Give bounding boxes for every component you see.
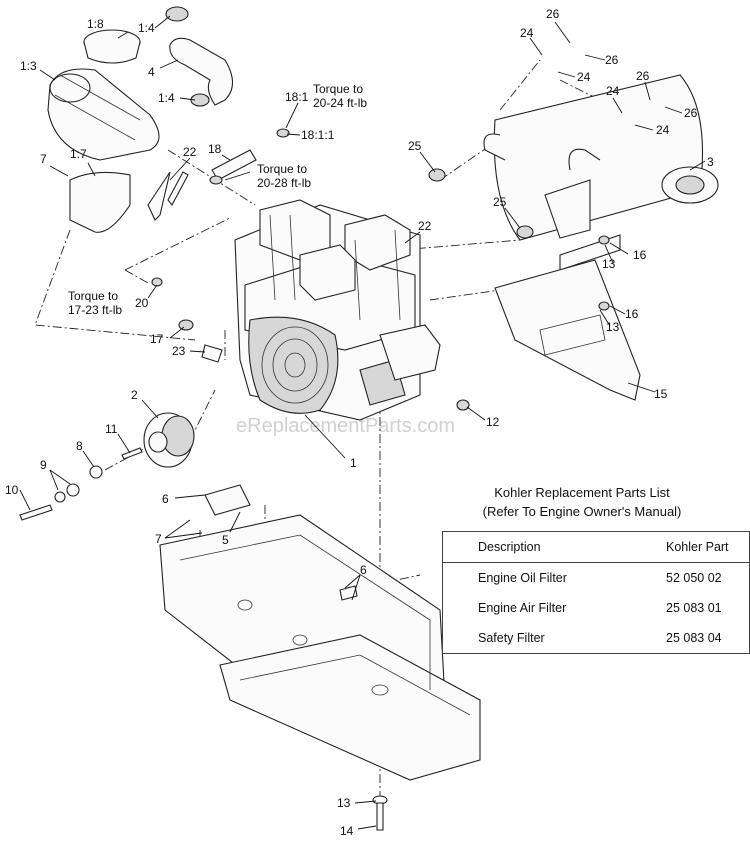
callout-25-b: 25 xyxy=(493,195,507,209)
callout-26-a: 26 xyxy=(546,7,560,21)
callout-15: 15 xyxy=(654,387,668,401)
torque-note-3-line2: 17-23 ft-lb xyxy=(68,303,122,317)
column-header-description: Description xyxy=(442,531,636,563)
mounting-frame xyxy=(159,484,481,781)
callout-6-bracket: 6 xyxy=(162,492,169,506)
callout-18-1: 18:1 xyxy=(285,90,309,104)
callout-6-frame: 6 xyxy=(360,563,367,577)
torque-note-2-line1: Torque to xyxy=(257,162,307,176)
callout-22-right: 22 xyxy=(418,219,432,233)
callout-5: 5 xyxy=(222,533,229,547)
callout-1-8: 1:8 xyxy=(87,17,104,31)
callout-24-b: 24 xyxy=(577,70,591,84)
watermark: eReplacementParts.com xyxy=(236,415,455,437)
callout-10: 10 xyxy=(5,483,19,497)
callout-16-b: 16 xyxy=(625,307,639,321)
callout-20: 20 xyxy=(135,296,149,310)
torque-notes: Torque to 20-24 ft-lb Torque to 20-28 ft… xyxy=(68,82,367,317)
callout-25-a: 25 xyxy=(408,139,422,153)
row-part-number: 25 083 01 xyxy=(666,601,722,615)
callout-9: 9 xyxy=(40,458,47,472)
callout-18-1-1: 18:1:1 xyxy=(301,128,335,142)
air-cleaner-assembly xyxy=(47,6,234,233)
callout-24-d: 24 xyxy=(656,123,670,137)
callout-12: 12 xyxy=(486,415,500,429)
breather-tube xyxy=(151,128,290,287)
callout-13-b: 13 xyxy=(606,320,620,334)
callout-1: 1 xyxy=(350,456,357,470)
callout-11: 11 xyxy=(105,422,118,436)
callout-3: 3 xyxy=(707,155,714,169)
callout-labels: 1:8 1:4 1:3 4 1:4 7 1:7 22 18:1 18:1:1 1… xyxy=(5,7,714,838)
table-row: Safety Filter 25 083 04 xyxy=(443,623,750,654)
row-description: Safety Filter xyxy=(478,631,545,645)
table-row: Engine Air Filter 25 083 01 xyxy=(443,593,750,623)
row-part-number: 52 050 02 xyxy=(666,571,722,585)
callout-18: 18 xyxy=(208,142,222,156)
callout-17: 17 xyxy=(150,332,164,346)
callout-1-4-clamp: 1:4 xyxy=(158,91,175,105)
callout-26-c: 26 xyxy=(636,69,650,83)
callout-7-top: 7 xyxy=(40,152,47,166)
row-description: Engine Air Filter xyxy=(478,601,567,615)
callout-26-d: 26 xyxy=(684,106,698,120)
row-part-number: 25 083 04 xyxy=(666,631,722,645)
callout-7-bracket: 7 xyxy=(155,532,162,546)
table-row: Engine Oil Filter 52 050 02 xyxy=(443,563,750,594)
callout-1-4-top: 1:4 xyxy=(138,21,155,35)
callout-24-c: 24 xyxy=(606,84,620,98)
torque-note-3-line1: Torque to xyxy=(68,289,118,303)
callout-23: 23 xyxy=(172,344,186,358)
column-header-kohler-part: Kohler Part xyxy=(636,531,750,563)
pulley-and-hardware xyxy=(19,168,610,831)
leader-lines xyxy=(19,15,706,830)
engine xyxy=(234,199,441,421)
parts-table: Description Kohler Part Engine Oil Filte… xyxy=(442,531,750,654)
kohler-parts-panel: Kohler Replacement Parts List (Refer To … xyxy=(442,483,750,654)
torque-note-2-line2: 20-28 ft-lb xyxy=(257,176,311,190)
callout-4: 4 xyxy=(148,65,155,79)
table-header-row: Description Kohler Part xyxy=(442,531,750,563)
callout-13-bottom: 13 xyxy=(337,796,351,810)
callout-24-a: 24 xyxy=(520,26,534,40)
parts-panel-subtitle: (Refer To Engine Owner's Manual) xyxy=(482,504,682,519)
parts-panel-title: Kohler Replacement Parts List xyxy=(494,485,670,500)
row-description: Engine Oil Filter xyxy=(478,571,567,585)
callout-16-a: 16 xyxy=(633,248,647,262)
callout-2: 2 xyxy=(131,388,138,402)
torque-note-1-line2: 20-24 ft-lb xyxy=(313,96,367,110)
muffler-assembly xyxy=(483,74,719,401)
callout-14: 14 xyxy=(340,824,354,838)
callout-22-left: 22 xyxy=(183,145,197,159)
callout-13-a: 13 xyxy=(602,257,616,271)
torque-note-1-line1: Torque to xyxy=(313,82,363,96)
callout-26-b: 26 xyxy=(605,53,619,67)
callout-8: 8 xyxy=(76,439,83,453)
callout-1-3: 1:3 xyxy=(20,59,37,73)
callout-1-7: 1:7 xyxy=(70,147,87,161)
